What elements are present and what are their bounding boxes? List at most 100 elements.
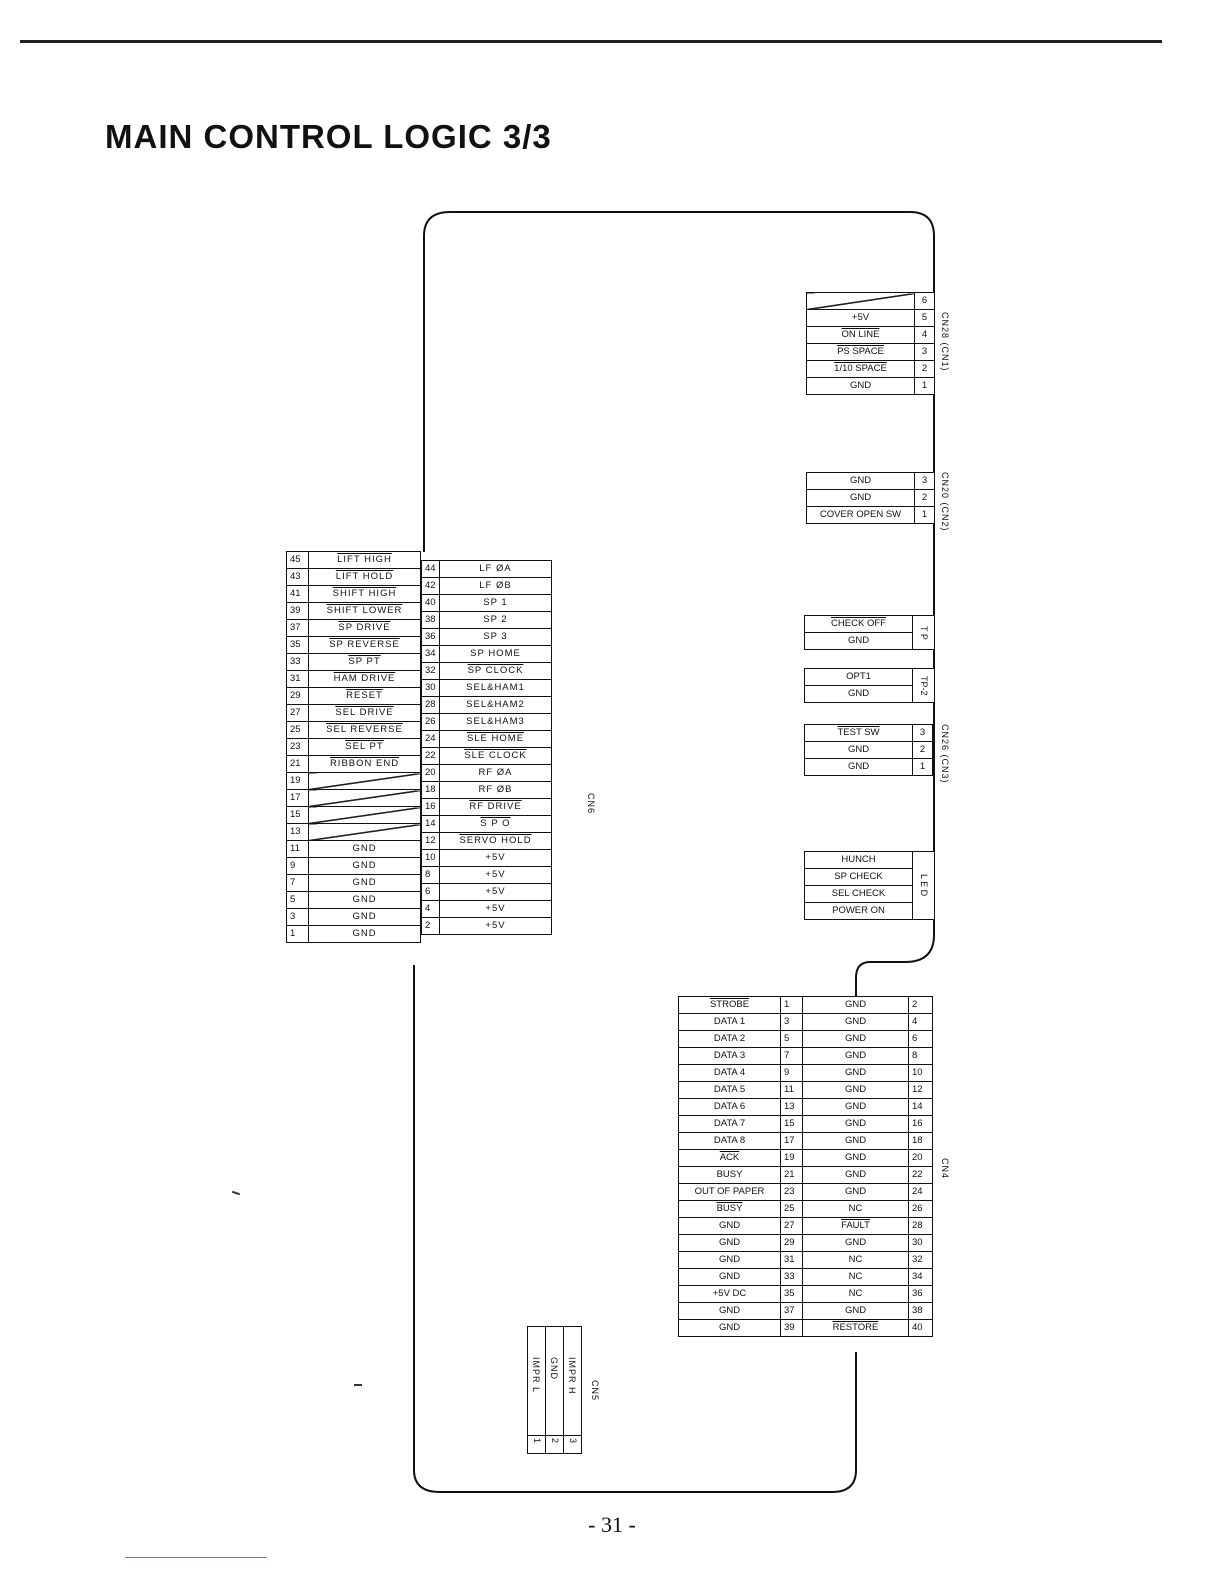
signal-name: NC (802, 1268, 909, 1286)
pin-number-text: 25 (784, 1203, 795, 1214)
pin-number: 33 (780, 1268, 803, 1286)
signal-name-text: GND (844, 1169, 867, 1180)
pin-number: 37 (286, 619, 309, 637)
board-outline-path (413, 211, 935, 1493)
signal-name-text: GND (352, 860, 377, 871)
pin-number-text: 30 (912, 1237, 923, 1248)
pin-number: 15 (780, 1115, 803, 1133)
signal-name: GND (308, 925, 421, 943)
signal-name: ACK (678, 1149, 781, 1167)
signal-name: GND (678, 1319, 781, 1337)
signal-name-text: GND (718, 1271, 741, 1282)
signal-name-text: TEST SW (837, 727, 880, 738)
pin-number-text: 20 (912, 1152, 923, 1163)
signal-name: SEL&HAM3 (439, 713, 552, 731)
pin-number-text: 8 (425, 869, 431, 880)
signal-name-text: RF ØA (478, 767, 513, 778)
signal-name: +5V (439, 917, 552, 935)
footer-rule (125, 1557, 267, 1558)
pin-number: 22 (908, 1166, 933, 1184)
signal-name-text: RF ØB (478, 784, 513, 795)
pin-number-text: 20 (425, 767, 436, 778)
signal-name-text: NC (848, 1203, 863, 1214)
pin-number-text: 23 (784, 1186, 795, 1197)
signal-name-text: LF ØB (479, 580, 512, 591)
pin-number: 3 (914, 472, 935, 490)
signal-name: DATA 6 (678, 1098, 781, 1116)
signal-name: BUSY (678, 1166, 781, 1184)
pin-row: 19 (286, 772, 421, 790)
pin-row: 6+5V (421, 883, 552, 901)
signal-name-text: +5V (485, 869, 506, 880)
signal-name: GND (678, 1234, 781, 1252)
signal-name: +5V DC (678, 1285, 781, 1303)
pin-number: 16 (908, 1115, 933, 1133)
pin-row: 4+5V (421, 900, 552, 918)
signal-name-text: ACK (719, 1152, 740, 1163)
pin-number-text: 3 (784, 1016, 790, 1027)
pin-number: 3 (914, 343, 935, 361)
signal-name: GND (802, 1302, 909, 1320)
signal-name: GND (804, 741, 913, 759)
signal-name-text: OUT OF PAPER (694, 1186, 765, 1197)
pin-number: 40 (421, 594, 440, 612)
cn5-pin-number: 3 (568, 1438, 578, 1445)
signal-name: DATA 7 (678, 1115, 781, 1133)
pin-number: 22 (421, 747, 440, 765)
signal-name-text: GND (849, 380, 872, 391)
signal-name: STROBE (678, 996, 781, 1014)
pin-number-text: 1 (784, 999, 790, 1010)
pin-number: 11 (780, 1081, 803, 1099)
signal-name: GND (804, 758, 913, 776)
pin-row: 45 LIFT HIGH (286, 551, 421, 569)
signal-name: SLE HOME (439, 730, 552, 748)
pin-number-text: 45 (290, 554, 301, 565)
signal-name-text: BUSY (716, 1169, 743, 1180)
pin-number-text: 29 (290, 690, 301, 701)
signal-name: SLE CLOCK (439, 747, 552, 765)
signal-name-text: SP CLOCK (467, 665, 524, 676)
pin-number-text: 40 (912, 1322, 923, 1333)
signal-name: LF ØB (439, 577, 552, 595)
signal-name: POWER ON (804, 902, 913, 920)
pin-number: 28 (421, 696, 440, 714)
signal-name-text: SP REVERSE (329, 639, 400, 650)
pin-number-text: 2 (921, 492, 928, 503)
signal-name-text: SP 2 (483, 614, 508, 625)
signal-name: COVER OPEN SW (806, 506, 915, 524)
signal-name-text: HUNCH (841, 854, 876, 865)
signal-name: DATA 1 (678, 1013, 781, 1031)
signal-name-text: S P O (480, 818, 511, 829)
pin-number-text: 21 (290, 758, 301, 769)
pin-number-text: 16 (912, 1118, 923, 1129)
signal-name: SEL&HAM2 (439, 696, 552, 714)
pin-number-text: 21 (784, 1169, 795, 1180)
signal-name-text: ON LINE (841, 329, 880, 340)
signal-name: GND (806, 472, 915, 490)
pin-number-text: 1 (921, 509, 928, 520)
signal-name-text: +5V (485, 903, 506, 914)
signal-name: NC (802, 1285, 909, 1303)
signal-name-text: LIFT HIGH (337, 554, 392, 565)
pin-number: 6 (421, 883, 440, 901)
signal-name: GND (802, 1115, 909, 1133)
signal-name: GND (802, 1132, 909, 1150)
